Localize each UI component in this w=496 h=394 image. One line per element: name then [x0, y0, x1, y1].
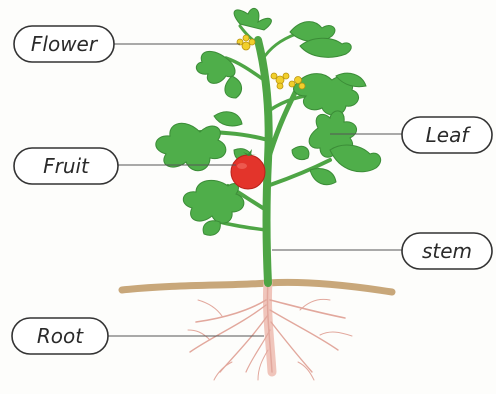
label-root-text: Root: [37, 324, 84, 348]
label-fruit: Fruit: [14, 148, 118, 184]
label-stem-text: stem: [422, 239, 472, 263]
flowers: [237, 35, 305, 89]
flower-blossom: [271, 73, 289, 89]
soil-line: [122, 282, 392, 292]
label-leaf-text: Leaf: [426, 123, 472, 147]
label-flower-text: Flower: [31, 32, 99, 56]
label-leaf: Leaf: [402, 117, 492, 153]
label-fruit-text: Fruit: [43, 154, 90, 178]
label-flower: Flower: [14, 26, 114, 62]
roots: [188, 282, 352, 380]
leader-lines: [108, 44, 406, 336]
label-root: Root: [12, 318, 108, 354]
flower-blossom: [237, 35, 255, 50]
label-stem: stem: [402, 233, 492, 269]
